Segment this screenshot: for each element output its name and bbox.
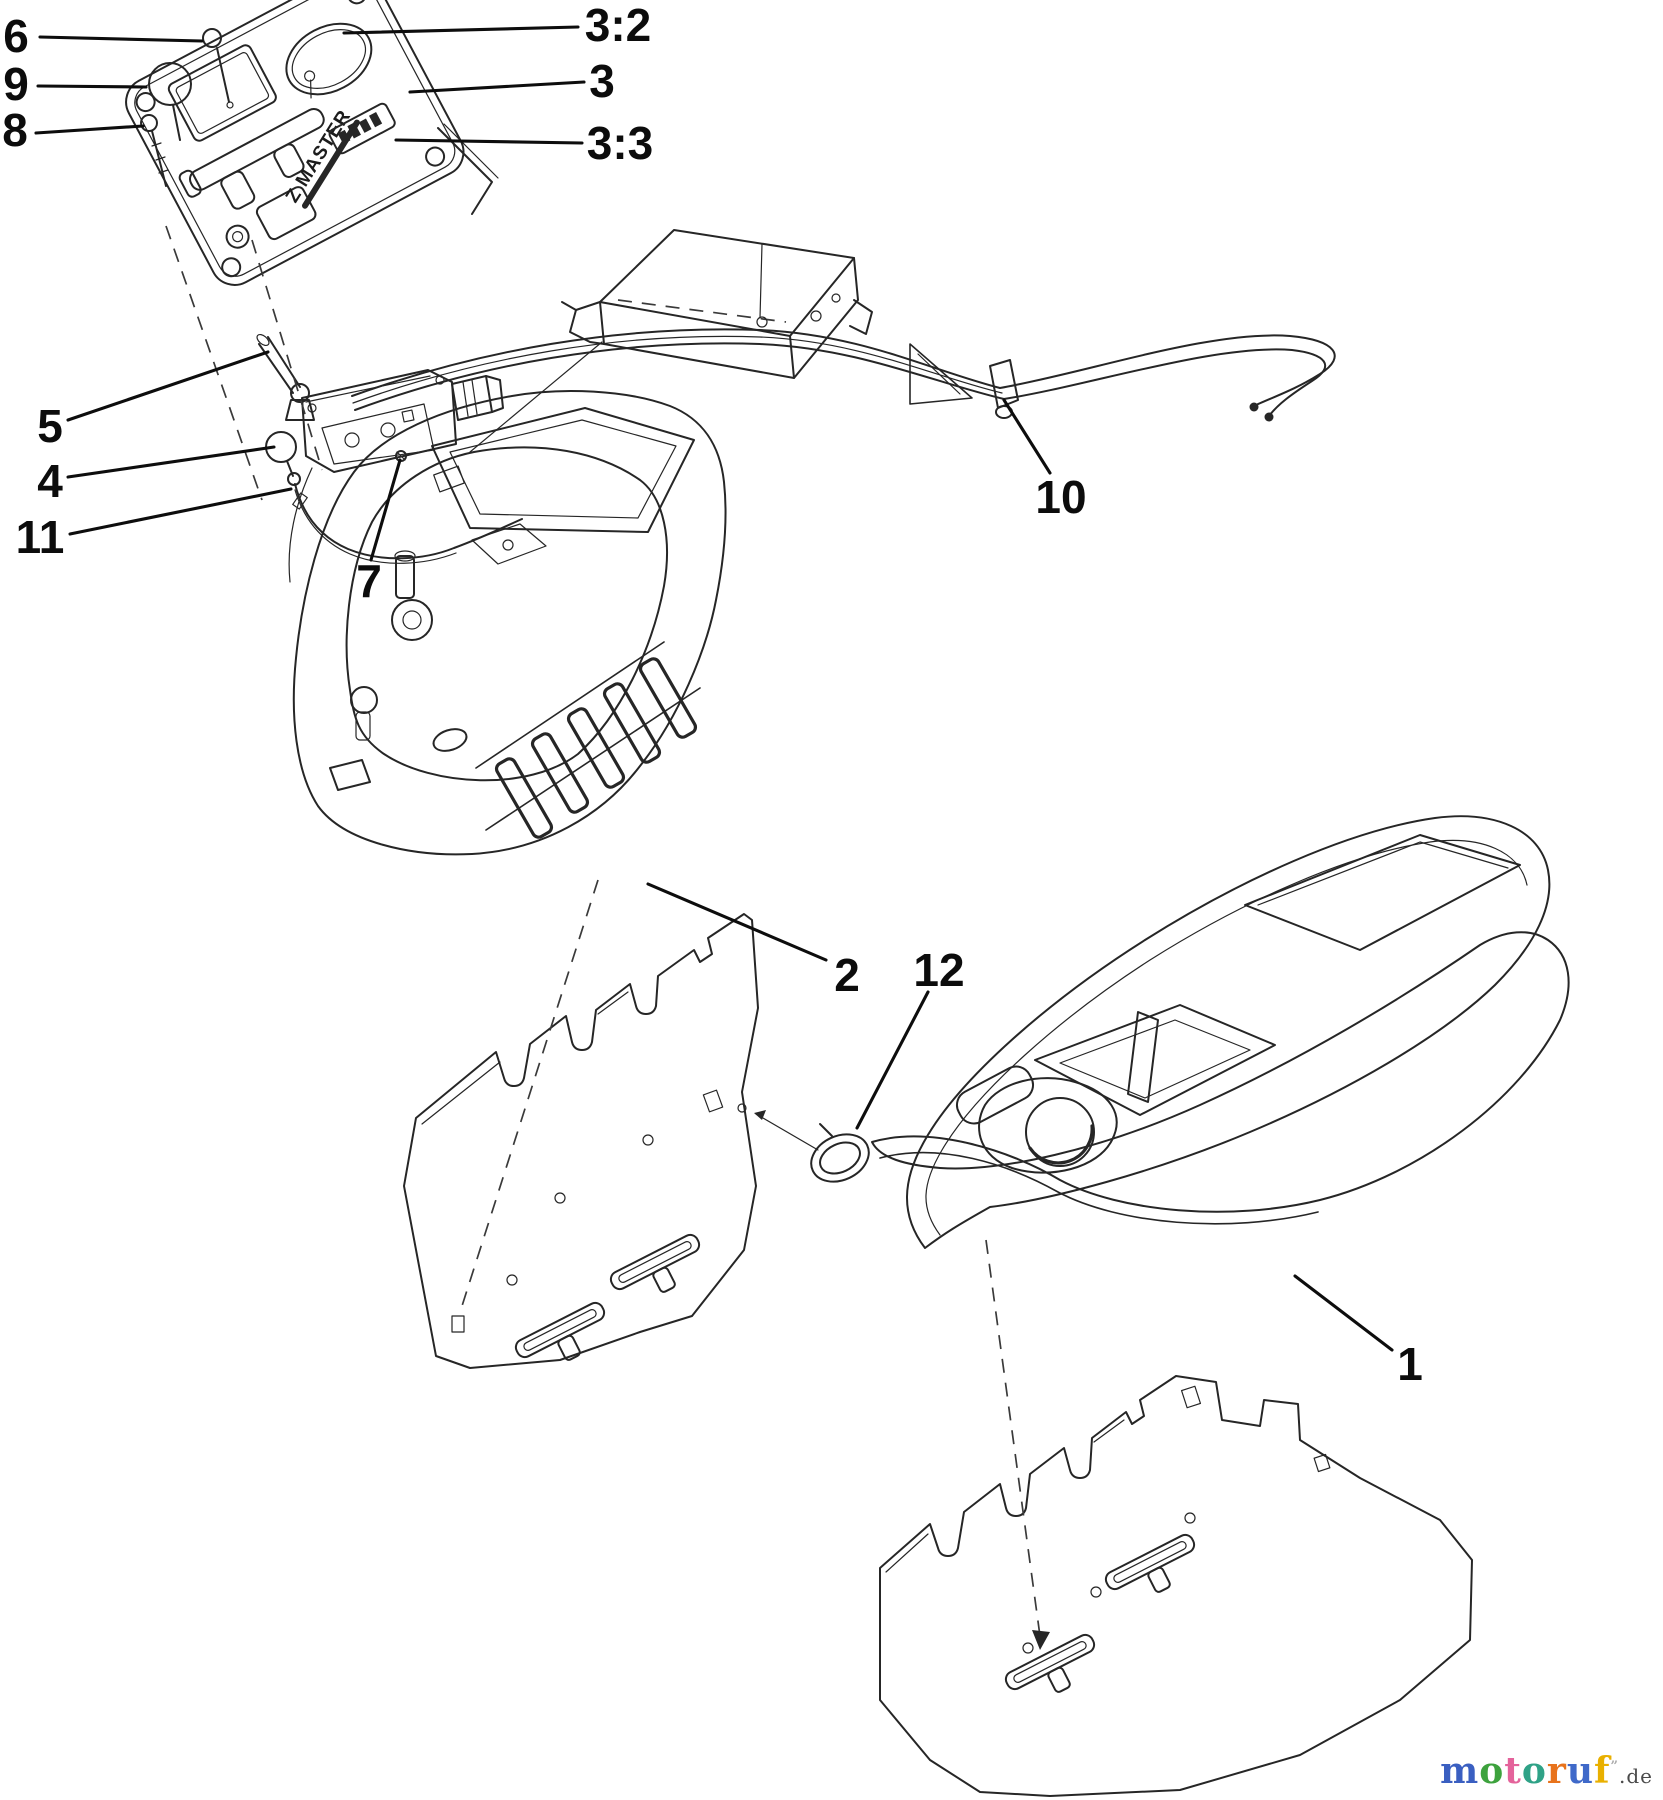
callout-label: 3:3	[587, 117, 653, 169]
callout-label: 9	[3, 58, 29, 110]
callout-label: 6	[3, 10, 29, 62]
knob-part-4	[265, 431, 301, 486]
console-housing-part-2	[292, 389, 727, 856]
panel-tab	[609, 1233, 701, 1293]
watermark-letter: f	[1594, 1750, 1611, 1792]
callout-2: 2	[646, 882, 860, 1001]
watermark-letter: o	[1521, 1750, 1547, 1792]
callout-9: 9	[3, 58, 148, 110]
callout-3: 3	[408, 55, 615, 107]
watermark-letter: m	[1440, 1750, 1480, 1792]
callout-label: 4	[37, 455, 63, 507]
callout-6: 6	[3, 10, 204, 62]
callout-1: 1	[1293, 1274, 1423, 1390]
callout-8: 8	[2, 104, 145, 156]
callout-label: 12	[913, 944, 964, 996]
panel-tab	[1104, 1533, 1196, 1593]
callout-3-2: 3:2	[342, 0, 651, 51]
control-cables	[351, 328, 1336, 422]
callout-label: 2	[834, 949, 860, 1001]
trademark-mark: ”	[1610, 1759, 1619, 1774]
callout-label: 11	[16, 511, 65, 563]
callout-label: 8	[2, 104, 28, 156]
vent-slats	[475, 641, 701, 839]
callout-7: 7	[356, 458, 402, 607]
decal-text: Z MASTER	[282, 106, 356, 206]
screw-part-8	[140, 114, 169, 187]
decal-3-3	[328, 102, 396, 155]
screw-part-6	[202, 28, 234, 109]
callout-label: 5	[37, 400, 63, 452]
knob-part-9	[148, 62, 192, 141]
callout-12: 12	[855, 944, 965, 1130]
callout-label: 3:2	[585, 0, 651, 51]
callouts: 6 9 8 3:2 3 3:3 5 4	[2, 0, 1423, 1390]
cable-fitting	[451, 375, 504, 421]
watermark-word: motoruf	[1440, 1750, 1610, 1792]
callout-3-3: 3:3	[394, 117, 653, 169]
callout-5: 5	[37, 350, 270, 452]
keyswitch-cutout	[285, 22, 373, 96]
watermark-suffix: .de	[1619, 1764, 1653, 1788]
grommet-part-12	[754, 1110, 870, 1183]
callout-11: 11	[16, 487, 293, 563]
console-assembly-part-1	[871, 815, 1570, 1249]
callout-label: 3	[589, 55, 615, 107]
z-master-decal: Z MASTER	[282, 106, 360, 209]
mounting-bracket	[469, 229, 873, 453]
panel-tab	[1004, 1633, 1096, 1693]
panel-tab	[514, 1301, 606, 1361]
cable-clamp-part-10	[909, 343, 1019, 419]
callout-label: 7	[356, 555, 382, 607]
callout-label: 10	[1035, 471, 1086, 523]
callout-label: 1	[1397, 1338, 1423, 1390]
watermark-letter: u	[1566, 1750, 1595, 1792]
callout-10: 10	[1002, 398, 1087, 523]
projection-lines	[165, 225, 1050, 1650]
watermark-logo: motoruf”.de	[1440, 1750, 1653, 1792]
display-cutout	[167, 44, 277, 142]
watermark-letter: o	[1479, 1750, 1505, 1792]
left-mounting-panel	[403, 913, 759, 1369]
callout-4: 4	[37, 445, 276, 507]
watermark-letter: t	[1504, 1750, 1522, 1792]
brake-valve-assembly	[256, 333, 523, 583]
watermark-letter: r	[1546, 1750, 1567, 1792]
lever-part-5	[256, 333, 315, 421]
right-mounting-panel	[879, 1375, 1473, 1797]
